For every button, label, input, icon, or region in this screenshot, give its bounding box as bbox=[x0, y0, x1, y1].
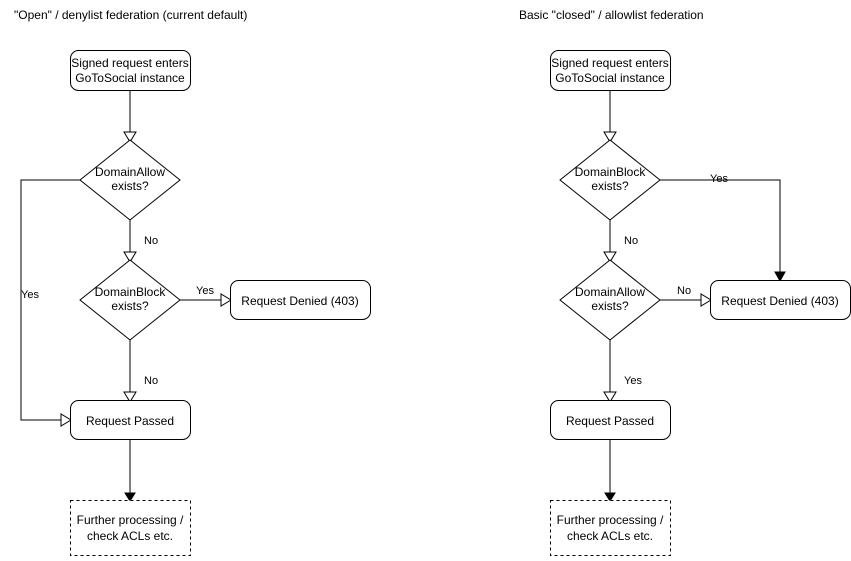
right-decision-domainallow-label-line1: DomainAllow bbox=[575, 285, 645, 299]
right-edge-label-allow-no: No bbox=[677, 285, 691, 297]
left-arrowhead-passed-to-further bbox=[124, 492, 136, 502]
left-entry-label-line2: GoToSocial instance bbox=[75, 71, 185, 85]
right-edge-block-yes bbox=[660, 179, 781, 273]
right-arrowhead-passed-to-further bbox=[604, 492, 616, 502]
left-edge-label-allow-no: No bbox=[144, 235, 158, 247]
right-arrowhead-allow-no bbox=[700, 293, 712, 307]
left-further-processing-label-line2: check ACLs etc. bbox=[87, 529, 173, 543]
right-further-processing-label-line1: Further processing / bbox=[557, 513, 664, 527]
right-arrowhead-entry-to-block bbox=[603, 131, 617, 143]
right-arrowhead-block-yes bbox=[774, 271, 786, 283]
diagram-closed-allowlist: Basic "closed" / allowlist federation Si… bbox=[519, 8, 851, 556]
left-further-processing-label-line1: Further processing / bbox=[77, 513, 184, 527]
right-request-denied-label: Request Denied (403) bbox=[721, 294, 838, 308]
right-decision-domainblock-label-line1: DomainBlock bbox=[575, 165, 647, 179]
diagram-open-denylist: "Open" / denylist federation (current de… bbox=[14, 8, 371, 556]
right-edge-label-block-no: No bbox=[624, 235, 638, 247]
left-arrowhead-block-no bbox=[123, 391, 137, 403]
left-decision-domainblock-label-line2: exists? bbox=[111, 299, 149, 313]
right-diagram-title: Basic "closed" / allowlist federation bbox=[519, 8, 704, 22]
right-edge-label-allow-yes: Yes bbox=[624, 375, 642, 387]
left-edge-allow-yes bbox=[20, 179, 80, 421]
left-edge-label-block-yes: Yes bbox=[196, 285, 214, 297]
right-entry-label-line2: GoToSocial instance bbox=[555, 71, 665, 85]
right-request-passed-label: Request Passed bbox=[566, 414, 654, 428]
left-edge-label-block-no: No bbox=[144, 375, 158, 387]
left-request-denied-label: Request Denied (403) bbox=[241, 294, 358, 308]
left-arrowhead-entry-to-allow bbox=[123, 131, 137, 143]
right-entry-label-line1: Signed request enters bbox=[551, 56, 668, 70]
right-further-processing-label-line2: check ACLs etc. bbox=[567, 529, 653, 543]
left-entry-label-line1: Signed request enters bbox=[71, 56, 188, 70]
left-arrowhead-block-yes bbox=[220, 293, 232, 307]
left-request-passed-label: Request Passed bbox=[86, 414, 174, 428]
right-decision-domainblock-label-line2: exists? bbox=[591, 179, 629, 193]
left-decision-domainallow-label-line1: DomainAllow bbox=[95, 165, 165, 179]
right-arrowhead-block-no bbox=[603, 251, 617, 263]
right-further-processing-node[interactable] bbox=[550, 500, 671, 556]
left-arrowhead-allow-yes bbox=[60, 413, 72, 427]
right-decision-domainallow-label-line2: exists? bbox=[591, 299, 629, 313]
right-edge-label-block-yes: Yes bbox=[710, 173, 728, 185]
left-diagram-title: "Open" / denylist federation (current de… bbox=[14, 8, 247, 22]
left-arrowhead-allow-no bbox=[123, 251, 137, 263]
left-request-denied-node[interactable] bbox=[230, 280, 371, 320]
right-arrowhead-allow-yes bbox=[603, 391, 617, 403]
left-further-processing-node[interactable] bbox=[70, 500, 191, 556]
left-decision-domainallow-label-line2: exists? bbox=[111, 179, 149, 193]
left-edge-label-allow-yes: Yes bbox=[21, 289, 39, 301]
left-decision-domainblock-label-line1: DomainBlock bbox=[95, 285, 167, 299]
